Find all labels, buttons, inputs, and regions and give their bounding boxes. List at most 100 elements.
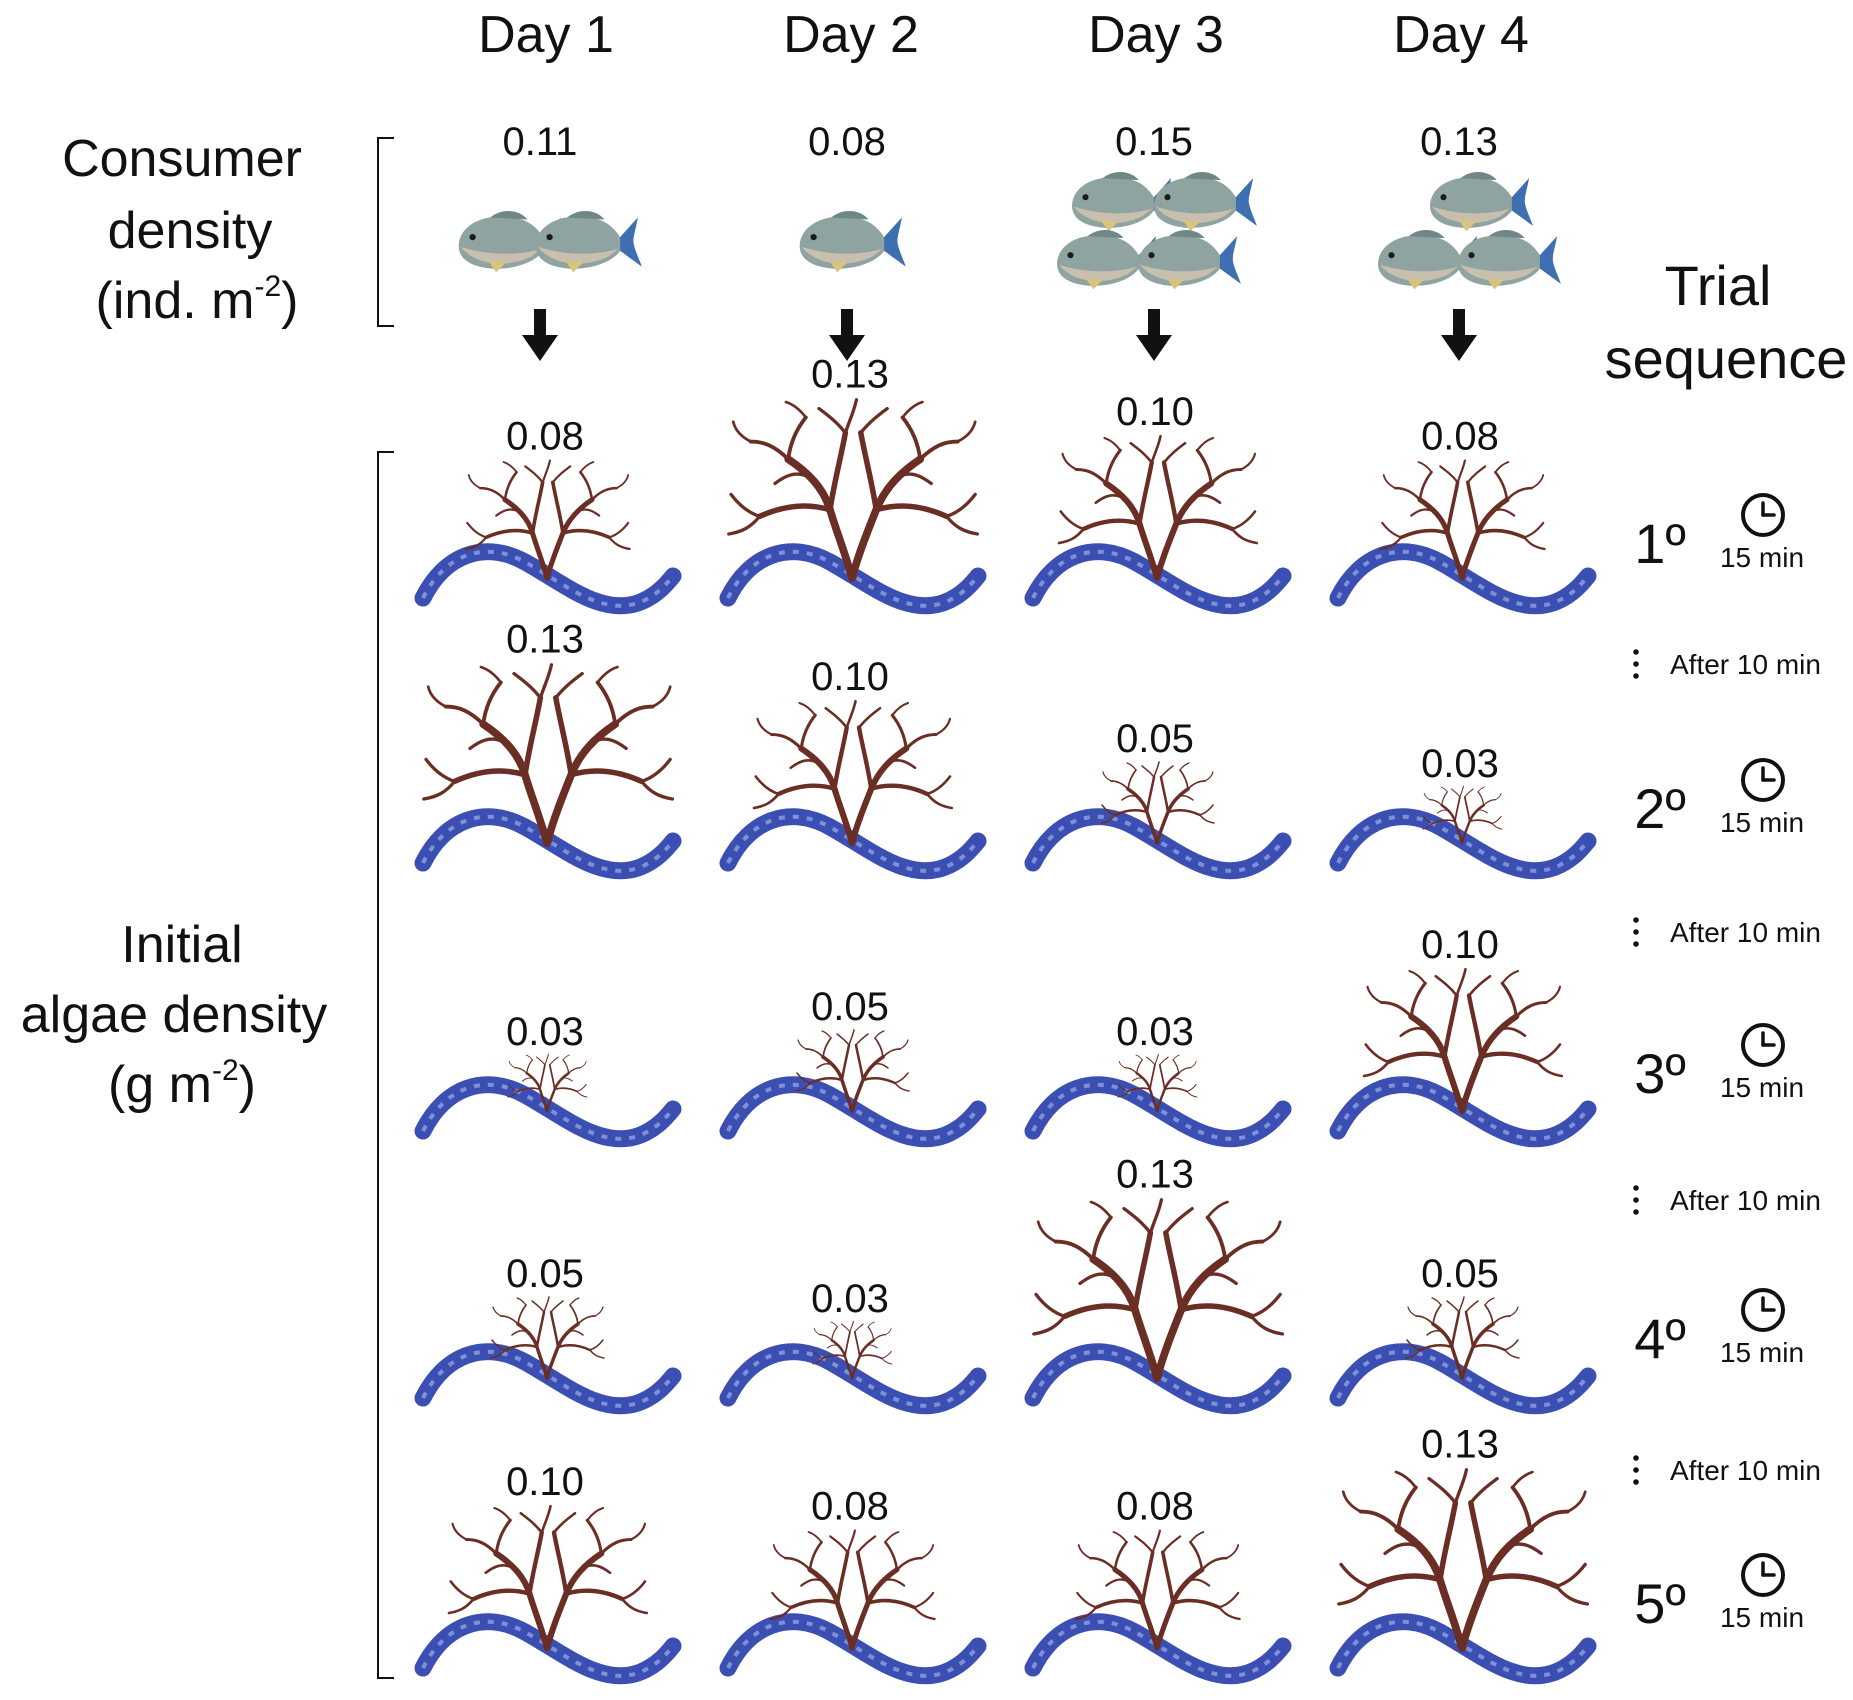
algae-cell: 0.13 (1033, 1152, 1283, 1405)
day-header-1: Day 1 (478, 6, 614, 64)
interval-label: After 10 min (1670, 917, 1821, 948)
algae-density-value: 0.08 (811, 1485, 889, 1529)
down-arrow-icon (829, 309, 865, 361)
trial-step: 5º 15 min (1634, 1553, 1804, 1635)
algae-icon (1381, 461, 1545, 578)
interval-step: After 10 min (1633, 1185, 1821, 1216)
algae-label-line2: algae density (21, 986, 327, 1044)
trial-order: 5º (1634, 1572, 1686, 1635)
algae-icon (771, 1531, 935, 1648)
interval-step: After 10 min (1633, 1455, 1821, 1486)
trial-label-line1: Trial (1665, 254, 1772, 317)
algae-density-value: 0.05 (506, 1252, 584, 1296)
clock-icon (1741, 758, 1785, 802)
algae-density-value: 0.05 (811, 985, 889, 1029)
algae-density-value: 0.05 (1116, 717, 1194, 761)
consumer-value-day3: 0.15 (1115, 120, 1193, 164)
down-arrow-icon (1441, 309, 1477, 361)
fish-icon (799, 211, 906, 273)
day-header-3: Day 3 (1088, 6, 1224, 64)
fish-group-day4 (1378, 171, 1561, 290)
algae-grid: 0.08 0.13 0.10 0.08 0.13 0.10 0.05 0.03 0.03 0.05… (423, 352, 1588, 1675)
consumer-label-line2: density (108, 202, 273, 260)
down-arrow-icon (1136, 309, 1172, 361)
interval-label: After 10 min (1670, 1455, 1821, 1486)
vertical-dots-icon (1633, 917, 1639, 947)
consumer-label-line1: Consumer (62, 130, 302, 188)
consumer-label-line3: (ind. m-2) (96, 270, 299, 330)
interval-label: After 10 min (1670, 1185, 1821, 1216)
vertical-dots-icon (1633, 1185, 1639, 1215)
algae-cell: 0.10 (728, 655, 978, 871)
algae-density-value: 0.03 (1116, 1010, 1194, 1054)
clock-icon (1741, 1023, 1785, 1067)
algae-density-value: 0.08 (506, 415, 584, 459)
algae-density-value: 0.03 (811, 1277, 889, 1321)
rope-icon (423, 1085, 673, 1139)
clock-icon (1741, 1288, 1785, 1332)
algae-cell: 0.08 (1033, 1485, 1283, 1676)
algae-cell: 0.03 (1033, 1010, 1283, 1139)
algae-density-value: 0.13 (811, 352, 889, 396)
trial-duration: 15 min (1720, 542, 1804, 573)
algae-cell: 0.08 (423, 415, 673, 606)
trial-order: 4º (1634, 1307, 1686, 1370)
trial-order: 2º (1634, 777, 1686, 840)
algae-cell: 0.10 (423, 1460, 673, 1676)
fish-group-day1 (458, 211, 642, 273)
algae-cell: 0.03 (423, 1010, 673, 1139)
algae-bracket (377, 451, 394, 1679)
algae-density-value: 0.05 (1421, 1252, 1499, 1296)
fish-group-day2 (799, 211, 906, 273)
algae-cell: 0.05 (728, 985, 978, 1139)
trial-step: 1º 15 min (1634, 493, 1804, 575)
algae-density-value: 0.10 (506, 1460, 584, 1504)
algae-label-line1: Initial (121, 916, 242, 974)
consumer-value-day4: 0.13 (1420, 120, 1498, 164)
trial-label-line2: sequence (1605, 327, 1848, 390)
clock-icon (1741, 1553, 1785, 1597)
algae-cell: 0.10 (1033, 390, 1283, 606)
fish-icon (1430, 171, 1533, 232)
fish-group-day3 (1057, 171, 1257, 290)
algae-density-value: 0.13 (1421, 1422, 1499, 1466)
trial-duration: 15 min (1720, 1337, 1804, 1368)
algae-density-value: 0.03 (1421, 742, 1499, 786)
algae-density-value: 0.08 (1421, 415, 1499, 459)
trial-order: 1º (1634, 512, 1686, 575)
algae-cell: 0.05 (1338, 1252, 1588, 1406)
vertical-dots-icon (1633, 649, 1639, 679)
clock-icon (1741, 493, 1785, 537)
algae-icon (1076, 1531, 1240, 1648)
vertical-dots-icon (1633, 1455, 1639, 1485)
down-arrow-icon (522, 309, 558, 361)
algae-cell: 0.13 (423, 617, 673, 870)
algae-cell: 0.10 (1338, 923, 1588, 1139)
algae-cell: 0.05 (423, 1252, 673, 1406)
fish-icon (1138, 229, 1241, 290)
trial-duration: 15 min (1720, 1602, 1804, 1633)
interval-step: After 10 min (1633, 649, 1821, 680)
trial-duration: 15 min (1720, 807, 1804, 838)
algae-cell: 0.03 (728, 1277, 978, 1406)
trial-duration: 15 min (1720, 1072, 1804, 1103)
algae-cell: 0.08 (728, 1485, 978, 1676)
algae-density-value: 0.10 (811, 655, 889, 699)
algae-icon (466, 461, 630, 578)
algae-density-value: 0.08 (1116, 1485, 1194, 1529)
trial-step: 4º 15 min (1634, 1288, 1804, 1370)
algae-cell: 0.13 (1338, 1422, 1588, 1675)
algae-label-line3: (g m-2) (108, 1054, 256, 1114)
interval-label: After 10 min (1670, 649, 1821, 680)
algae-density-value: 0.10 (1421, 923, 1499, 967)
consumer-bracket (377, 137, 394, 327)
algae-cell: 0.05 (1033, 717, 1283, 871)
interval-step: After 10 min (1633, 917, 1821, 948)
trial-step: 2º 15 min (1634, 758, 1804, 840)
rope-icon (1033, 1085, 1283, 1139)
algae-density-value: 0.03 (506, 1010, 584, 1054)
rope-icon (1338, 817, 1588, 871)
algae-cell: 0.08 (1338, 415, 1588, 606)
algae-density-value: 0.13 (506, 617, 584, 661)
algae-cell: 0.13 (728, 352, 978, 605)
